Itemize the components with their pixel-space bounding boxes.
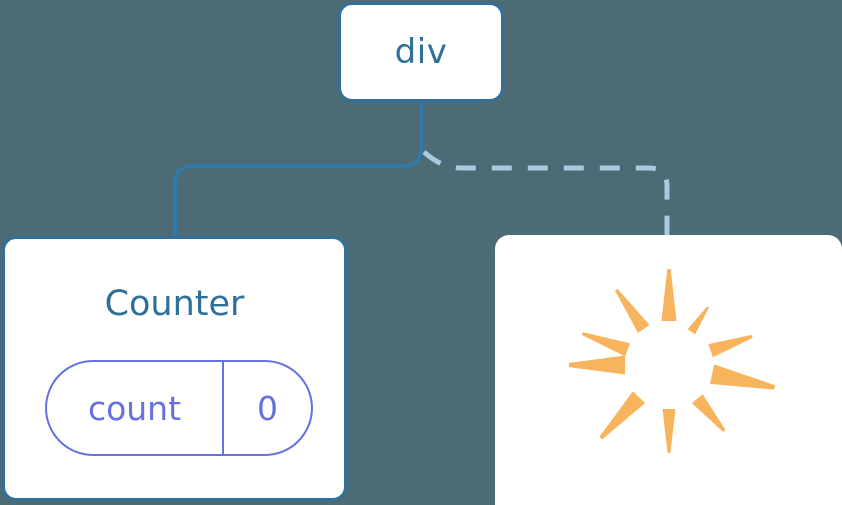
node-div[interactable]: div bbox=[338, 2, 504, 102]
sparkle-ray-8 bbox=[599, 391, 646, 440]
sparkle-ray-2 bbox=[615, 288, 650, 333]
sparkle-ray-3 bbox=[582, 332, 630, 357]
sparkle-ray-5 bbox=[569, 355, 625, 375]
state-value-label: 0 bbox=[222, 362, 311, 454]
edge-div-to-sparkle bbox=[422, 150, 670, 236]
sparkle-ray-9 bbox=[662, 409, 676, 453]
state-key-label: count bbox=[87, 388, 182, 428]
state-pill-count[interactable]: count 0 bbox=[45, 360, 313, 456]
node-div-label: div bbox=[394, 32, 448, 72]
sparkle-ray-0 bbox=[661, 269, 677, 321]
edge-div-to-counter bbox=[173, 100, 423, 238]
sparkle-ray-7 bbox=[691, 394, 726, 432]
sparkle-ray-1 bbox=[687, 306, 709, 335]
sparkle-burst-icon bbox=[569, 269, 776, 453]
sparkle-ray-4 bbox=[708, 334, 753, 358]
sparkle-ray-6 bbox=[710, 364, 776, 390]
node-sparkle[interactable] bbox=[495, 235, 842, 505]
node-counter[interactable]: Counter count 0 bbox=[2, 236, 347, 501]
node-counter-label: Counter bbox=[104, 284, 245, 324]
